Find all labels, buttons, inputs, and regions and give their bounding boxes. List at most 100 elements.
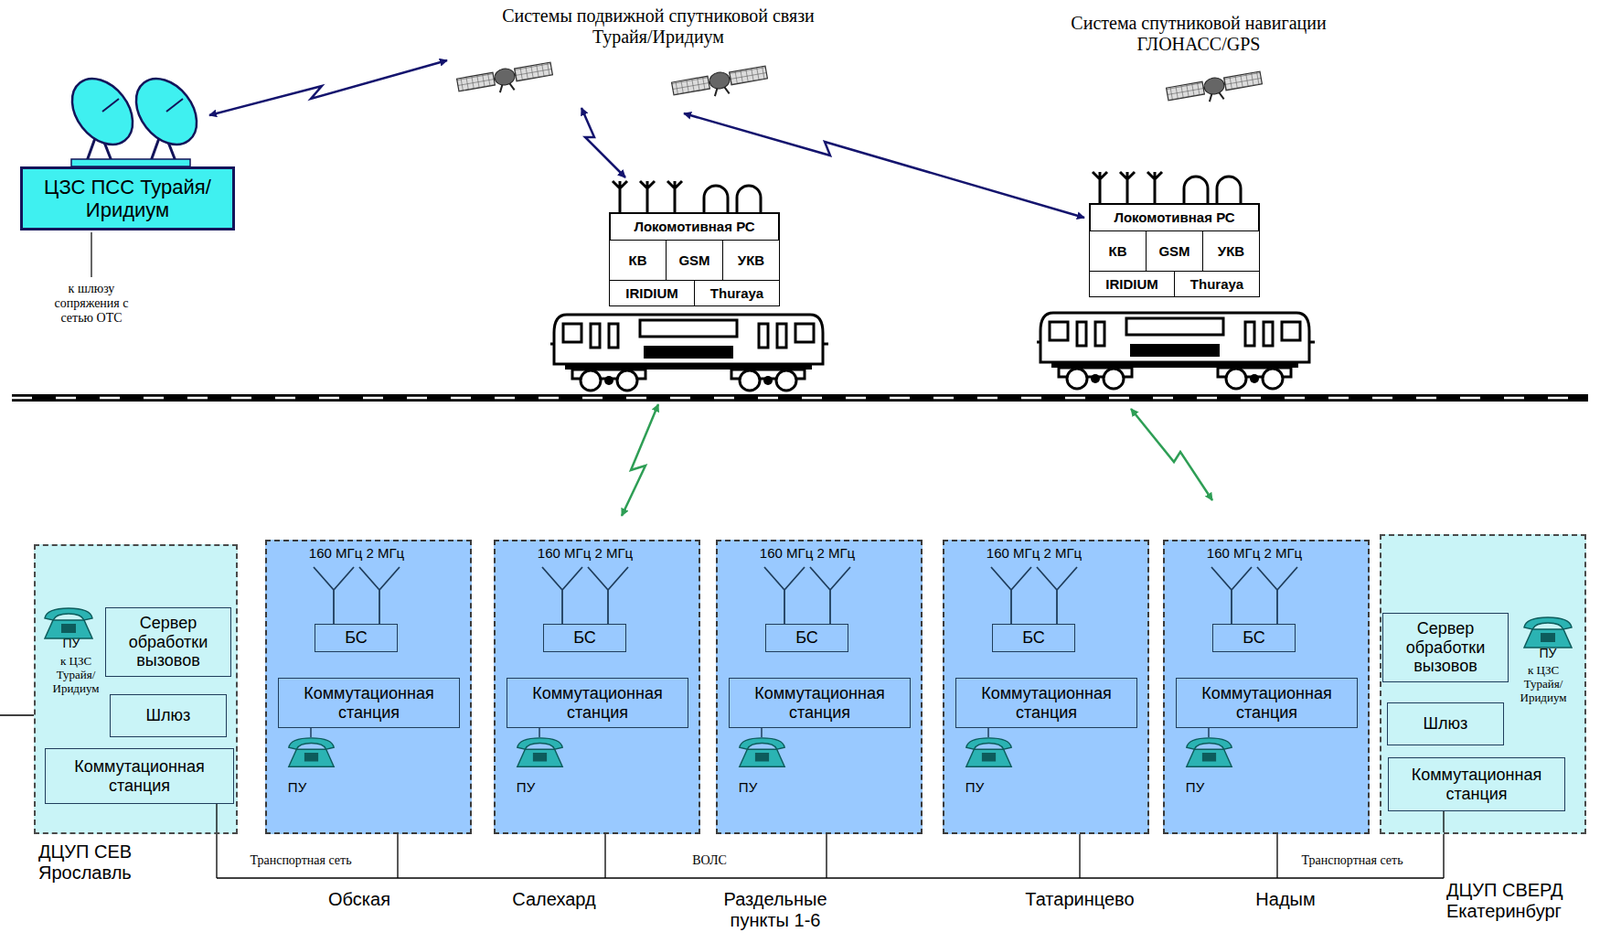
label: Транспортная сеть <box>1279 853 1426 868</box>
bbox-box: Коммутационная станция <box>955 677 1138 728</box>
box-text: IRIDIUM <box>625 285 679 301</box>
radio-links <box>209 60 1213 516</box>
ground-station-dishes <box>102 98 183 112</box>
panel-decor <box>739 566 851 767</box>
cbox-box: Коммутационная станция <box>1387 757 1566 811</box>
cell-box: УКВ <box>1202 230 1260 272</box>
box-text: Шлюз <box>146 705 192 726</box>
panel-decor <box>1524 617 1572 648</box>
box-text: Коммутационная станция <box>956 683 1137 722</box>
cell-box: Thuraya <box>1173 270 1260 298</box>
label: Транспортная сеть <box>227 853 374 868</box>
panel-decor <box>966 566 1078 767</box>
cell-box: Thuraya <box>693 279 780 307</box>
box-text: УКВ <box>737 252 765 268</box>
cbox-box: Шлюз <box>1386 702 1504 746</box>
bbox-box: Коммутационная станция <box>277 677 460 728</box>
station-name: Надым <box>1194 888 1377 910</box>
cell-box: GSM <box>1145 230 1204 272</box>
label: к ЦЗС Турайя/ Иридиум <box>1508 663 1579 705</box>
box-text: Коммутационная станция <box>729 683 910 722</box>
label: ПУ <box>278 778 316 795</box>
radio-links <box>621 404 659 516</box>
label: Системы подвижной спутниковой связи Тура… <box>493 5 823 48</box>
box-text: Thuraya <box>710 285 764 301</box>
cell-box: КВ <box>608 239 667 281</box>
rail-track <box>11 394 1589 402</box>
box-text: IRIDIUM <box>1105 276 1159 292</box>
illustration <box>456 60 555 100</box>
bbox-box: Коммутационная станция <box>1175 677 1358 728</box>
box-text: ЦЗС ПСС Турайя/Иридиум <box>22 175 233 223</box>
illustration <box>1165 69 1264 109</box>
label: 160 МГц 2 МГц <box>1181 544 1328 561</box>
box-text: GSM <box>678 252 710 268</box>
cell-box: GSM <box>665 239 724 281</box>
cbox-box: Сервер обработки вызовов <box>105 607 232 677</box>
box-text: GSM <box>1158 243 1190 259</box>
wire <box>216 876 1444 878</box>
bbox-box: БС <box>765 623 849 652</box>
label: 160 МГц 2 МГц <box>283 544 430 561</box>
label: 160 МГц 2 МГц <box>512 544 659 561</box>
cbox-box: Коммутационная станция <box>44 747 235 804</box>
czs-box: ЦЗС ПСС Турайя/Иридиум <box>20 166 235 231</box>
label: ПУ <box>956 778 993 795</box>
box-text: Коммутационная станция <box>278 683 459 722</box>
box-text: БС <box>1022 628 1046 648</box>
bbox-box: Коммутационная станция <box>506 677 689 728</box>
panel-decor <box>215 803 217 832</box>
label: ПУ <box>53 635 90 651</box>
label: ПУ <box>1529 645 1567 661</box>
box-text: БС <box>795 628 819 648</box>
leader-line <box>90 232 92 278</box>
ground-station-dishes <box>59 66 209 167</box>
cell-box: IRIDIUM <box>608 279 695 307</box>
label: 160 МГц 2 МГц <box>734 544 881 561</box>
station-name: ДЦУП СЕВ Ярославль <box>38 841 139 884</box>
panel-decor <box>1186 566 1298 767</box>
rail-track <box>11 396 1589 400</box>
radio-links <box>581 107 626 178</box>
illustration <box>550 314 829 391</box>
box-text: Коммутационная станция <box>507 683 688 722</box>
illustration <box>671 64 769 104</box>
bbox-box: БС <box>314 623 398 652</box>
station-name: Салехард <box>462 888 646 910</box>
bbox-box: БС <box>992 623 1076 652</box>
radio-links <box>683 113 1085 218</box>
panel-decor <box>44 608 93 639</box>
bbox-box: БС <box>543 623 627 652</box>
radio-links <box>1130 408 1213 501</box>
box-text: Сервер обработки вызовов <box>106 613 231 671</box>
box-text: УКВ <box>1217 243 1245 259</box>
ground-station-dishes <box>71 159 191 167</box>
bbox-box: Коммутационная станция <box>728 677 911 728</box>
rs-box: Локомотивная РС КВ GSM УКВ IRIDIUM Thuraya <box>608 212 780 307</box>
cbox-box: Сервер обработки вызовов <box>1382 612 1509 683</box>
label: ПУ <box>507 778 544 795</box>
box-text: Шлюз <box>1423 714 1469 734</box>
illustration <box>1092 171 1241 203</box>
box-text: КВ <box>629 252 648 268</box>
panel-decor <box>517 566 629 767</box>
panel-decor <box>288 566 400 767</box>
station-name: Татаринцево <box>988 888 1172 910</box>
label: ВОЛС <box>672 853 747 868</box>
cbox-box: Шлюз <box>109 693 227 737</box>
label: 160 МГц 2 МГц <box>960 544 1108 561</box>
panel-decor <box>1442 810 1444 832</box>
box-text: БС <box>573 628 597 648</box>
rs-box: Локомотивная РСКВGSMУКВIRIDIUMThuraya <box>1088 202 1260 298</box>
label: к шлюзу сопряжения с сетью ОТС <box>36 281 147 326</box>
box-text: Локомотивная РС <box>610 213 779 240</box>
box-text: Коммутационная станция <box>45 757 234 795</box>
station-name: Обская <box>267 888 451 910</box>
station-name: ДЦУП СВЕРД Екатеринбург <box>1446 879 1593 922</box>
rail-track <box>11 397 1589 399</box>
label: ПУ <box>729 778 767 795</box>
box-text: БС <box>344 628 368 648</box>
label: Система спутниковой навигации ГЛОНАСС/GP… <box>1034 12 1364 55</box>
box-text: КВ <box>1109 243 1128 259</box>
